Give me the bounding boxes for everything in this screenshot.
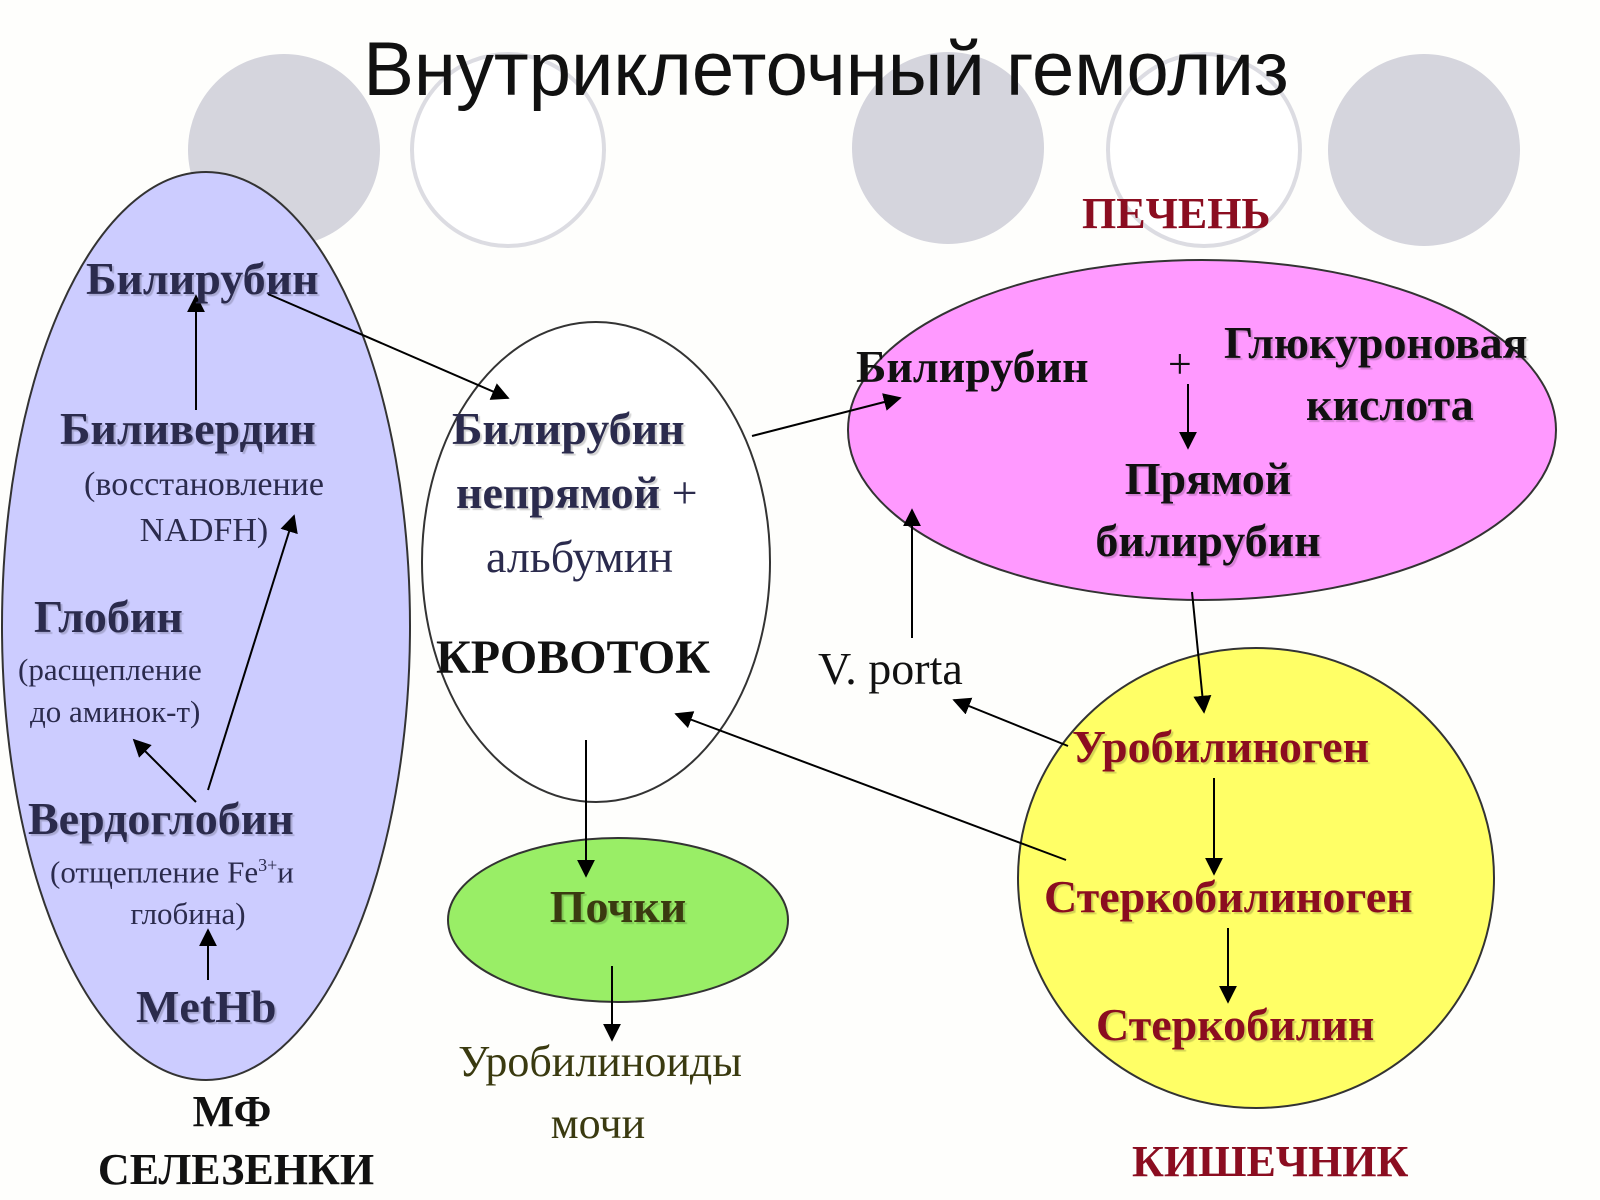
arrow-stercobilinogen-to-bloodstream bbox=[674, 711, 1067, 861]
spleen-caption-line2: СЕЛЕЗЕНКИ bbox=[97, 1145, 375, 1194]
portal-vein-label: V. porta bbox=[818, 643, 963, 694]
deco-circle-2 bbox=[410, 52, 606, 248]
arrow-bilirubin-to-bloodstream bbox=[267, 293, 510, 400]
blood-indirect-word: непрямой bbox=[456, 467, 661, 518]
blood-indirect-line: непрямой + bbox=[456, 470, 698, 516]
intestine-caption: КИШЕЧНИК bbox=[1132, 1137, 1409, 1186]
spleen-bilirubin-label: Билирубин bbox=[86, 253, 319, 304]
globin-label: Глобин bbox=[34, 591, 183, 642]
blood-albumin-label: альбумин bbox=[486, 531, 674, 582]
arrow-liver-to-urobilinogen bbox=[1191, 591, 1212, 714]
blood-plus-sign: + bbox=[660, 467, 698, 518]
page-title: Внутриклеточный гемолиз bbox=[363, 27, 1289, 112]
spleen-caption-line1: МФ bbox=[192, 1087, 272, 1136]
liver-plus-sign: + bbox=[1168, 342, 1192, 388]
kidneys-label: Почки bbox=[549, 881, 687, 932]
arrow-bloodstream-to-liver bbox=[751, 393, 902, 437]
bloodstream-caption: КРОВОТОК bbox=[436, 631, 711, 684]
biliverdin-note-line1: (восстановление bbox=[84, 466, 324, 503]
verdoglobin-label: Вердоглобин bbox=[28, 793, 294, 844]
verdoglobin-note-text: (отщепление Fe bbox=[50, 854, 259, 890]
stercobilinogen-label: Стеркобилиноген bbox=[1044, 871, 1413, 922]
blood-bilirubin-label: Билирубин bbox=[452, 403, 685, 454]
deco-circle-4 bbox=[1106, 52, 1302, 248]
methb-label: MetHb bbox=[136, 981, 277, 1032]
urine-urobilinoids-line2: мочи bbox=[550, 1099, 646, 1148]
arrows bbox=[132, 293, 1237, 1042]
urobilinogen-label: Уробилиноген bbox=[1072, 721, 1370, 772]
liver-caption: ПЕЧЕНЬ bbox=[1082, 189, 1271, 238]
urine-urobilinoids-line1: Уробилиноиды bbox=[458, 1037, 742, 1086]
spleen-macrophage-ellipse bbox=[1, 171, 411, 1081]
arrow-verdoglobin-to-globin bbox=[132, 738, 197, 803]
liver-ellipse bbox=[847, 259, 1557, 601]
arrow-urobilinogen-to-vporta bbox=[952, 697, 1069, 747]
deco-circle-5 bbox=[1328, 54, 1520, 246]
globin-note-line2: до аминок-т) bbox=[30, 694, 201, 729]
deco-circle-3 bbox=[852, 52, 1044, 244]
intestine-ellipse bbox=[1017, 647, 1495, 1109]
verdoglobin-note-line1: (отщепление Fe3+и bbox=[50, 856, 294, 887]
liver-bilirubin-label: Билирубин bbox=[856, 341, 1089, 392]
kidney-ellipse bbox=[447, 837, 789, 1003]
iron-charge-superscript: 3+ bbox=[258, 855, 278, 875]
globin-note-line1: (расщепление bbox=[18, 652, 202, 687]
glucuronic-acid-line2: кислота bbox=[1306, 379, 1474, 430]
bloodstream-ellipse bbox=[421, 321, 771, 803]
glucuronic-acid-line1: Глюкуроновая bbox=[1224, 317, 1528, 368]
verdoglobin-note-line2: глобина) bbox=[130, 896, 246, 931]
stercobilin-label: Стеркобилин bbox=[1096, 999, 1375, 1050]
biliverdin-label: Биливердин bbox=[60, 403, 316, 454]
direct-bilirubin-line2: билирубин bbox=[1095, 515, 1321, 566]
arrow-verdoglobin-to-biliverdin bbox=[207, 514, 298, 791]
verdoglobin-note-and: и bbox=[277, 854, 294, 890]
direct-bilirubin-line1: Прямой bbox=[1124, 453, 1292, 504]
biliverdin-note-line2: NADFH) bbox=[139, 512, 269, 549]
